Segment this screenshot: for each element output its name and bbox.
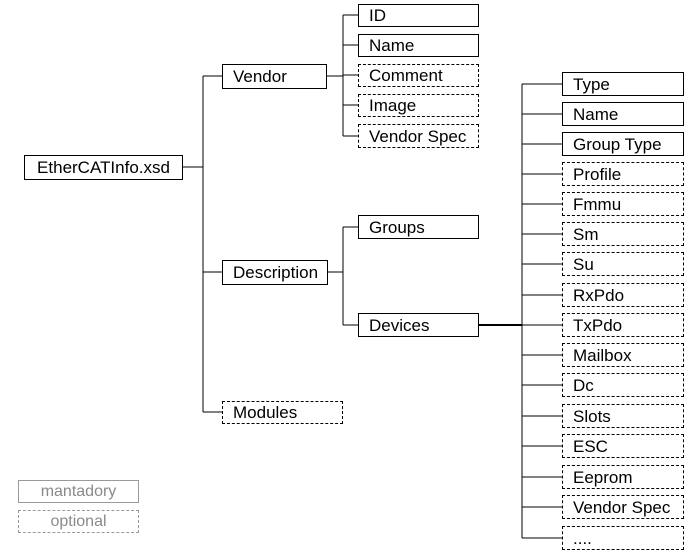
node-device-name: Name: [562, 102, 684, 126]
node-groups: Groups: [358, 215, 479, 239]
node-device-sm: Sm: [562, 222, 684, 246]
node-device-vendor-spec: Vendor Spec: [562, 495, 684, 519]
node-device-more: ....: [562, 526, 684, 550]
node-device-fmmu: Fmmu: [562, 192, 684, 216]
node-devices: Devices: [358, 313, 479, 337]
node-device-group-type: Group Type: [562, 132, 684, 156]
legend-mandatory: mantadory: [18, 480, 139, 503]
node-vendor-name: Name: [358, 34, 479, 57]
node-vendor-image: Image: [358, 94, 479, 117]
node-device-rxpdo: RxPdo: [562, 283, 684, 307]
node-device-mailbox: Mailbox: [562, 343, 684, 367]
node-vendor: Vendor: [222, 64, 327, 89]
node-description: Description: [222, 260, 328, 285]
node-vendor-comment: Comment: [358, 64, 479, 87]
node-device-dc: Dc: [562, 373, 684, 397]
legend-optional: optional: [18, 510, 139, 533]
node-device-profile: Profile: [562, 162, 684, 186]
node-vendor-id: ID: [358, 4, 479, 27]
node-device-su: Su: [562, 252, 684, 276]
node-device-txpdo: TxPdo: [562, 313, 684, 337]
node-modules: Modules: [222, 401, 343, 424]
root-node: EtherCATInfo.xsd: [24, 155, 183, 180]
node-device-esc: ESC: [562, 434, 684, 458]
node-vendor-spec: Vendor Spec: [358, 124, 479, 148]
node-device-eeprom: Eeprom: [562, 465, 684, 489]
node-device-type: Type: [562, 72, 684, 96]
node-device-slots: Slots: [562, 404, 684, 428]
